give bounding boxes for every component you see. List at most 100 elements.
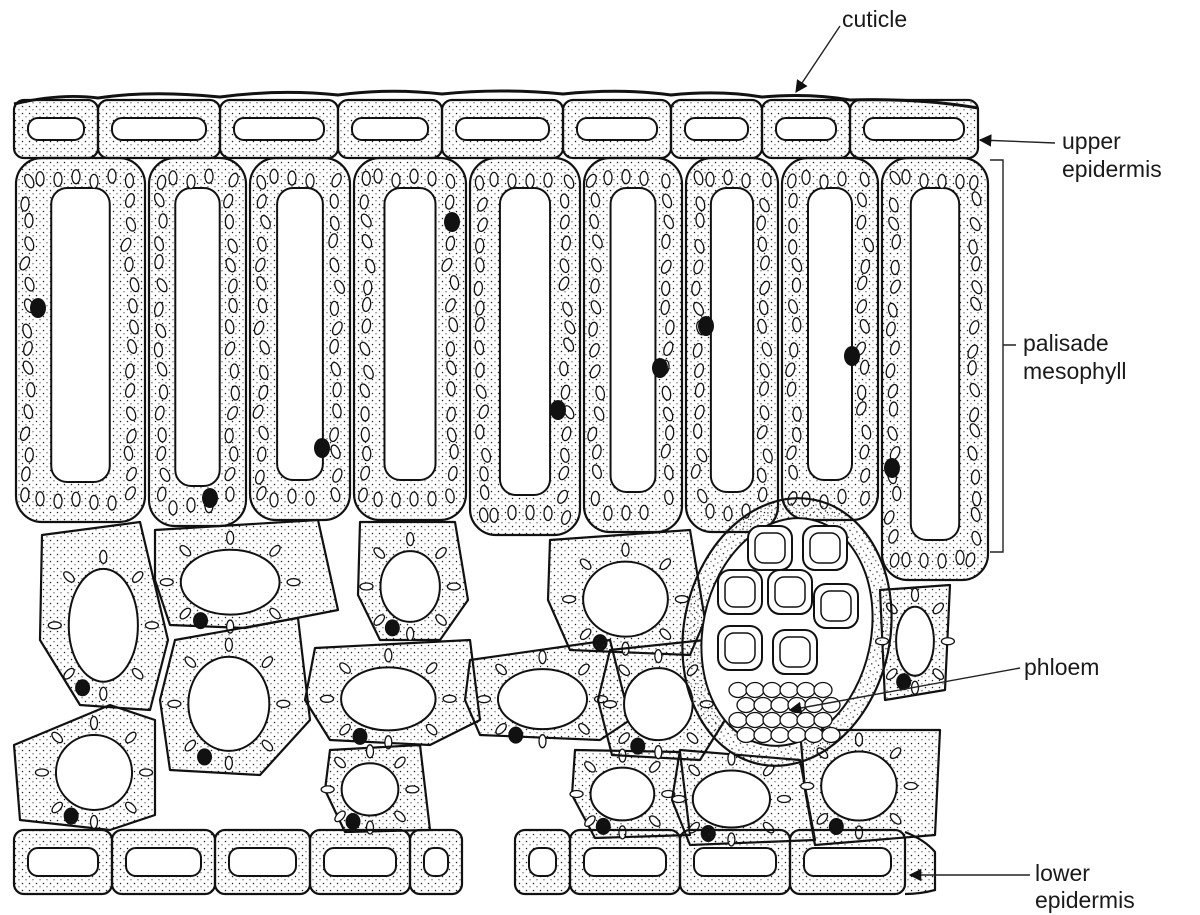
nucleus: [698, 316, 714, 336]
chloroplast: [168, 700, 181, 707]
nucleus: [844, 346, 860, 366]
chloroplast: [407, 627, 414, 640]
chloroplast: [801, 782, 814, 789]
chloroplast: [911, 588, 918, 601]
epidermis-vacuole: [229, 848, 296, 876]
chloroplast: [655, 650, 662, 663]
spongy-vacuole: [341, 667, 436, 730]
chloroplast: [205, 169, 213, 183]
phloem-cell: [763, 713, 781, 728]
nucleus: [75, 679, 90, 696]
palisade-vacuole: [51, 188, 110, 482]
chloroplast: [891, 260, 899, 274]
spongy-vacuole: [624, 668, 693, 740]
phloem-cell: [788, 728, 806, 743]
epidermis-vacuole: [424, 848, 448, 876]
nucleus: [550, 400, 566, 420]
chloroplast: [956, 550, 964, 564]
epidermis-vacuole: [456, 118, 549, 140]
epidermis-vacuole: [804, 848, 891, 876]
spongy-vacuole: [181, 550, 280, 615]
chloroplast: [920, 174, 928, 188]
epidermis-vacuole: [529, 848, 556, 876]
chloroplast: [893, 487, 901, 501]
xylem-lumen: [725, 633, 755, 663]
chloroplast: [225, 756, 232, 769]
spongy-vacuole: [693, 771, 770, 828]
chloroplast: [838, 489, 846, 503]
chloroplast: [526, 506, 534, 520]
chloroplast: [225, 638, 232, 651]
nucleus: [314, 438, 330, 458]
chloroplast: [125, 174, 133, 188]
palisade-vacuole: [500, 188, 550, 495]
nucleus: [444, 212, 460, 232]
phloem-cell: [797, 713, 815, 728]
epidermis-vacuole: [324, 848, 396, 876]
phloem-cell: [814, 713, 832, 728]
chloroplast: [490, 508, 498, 522]
chloroplast: [622, 506, 630, 520]
phloem-cell: [822, 698, 840, 713]
palisade-vacuole: [611, 188, 656, 492]
epidermis-vacuole: [234, 118, 324, 140]
chloroplast: [361, 427, 369, 441]
chloroplast: [724, 171, 732, 185]
palisade-vacuole: [384, 188, 435, 480]
spongy-vacuole: [188, 657, 269, 751]
chloroplast: [159, 385, 167, 399]
chloroplast: [640, 505, 648, 519]
palisade-vacuole: [808, 188, 852, 480]
xylem-lumen: [755, 533, 785, 563]
lower-epidermis-label-line2: epidermis: [1035, 887, 1135, 913]
chloroplast: [360, 583, 373, 590]
cuticle-label: cuticle: [842, 6, 907, 32]
spongy-vacuole: [821, 752, 897, 821]
chloroplast: [941, 638, 954, 645]
phloem-cell: [771, 728, 789, 743]
chloroplast: [855, 733, 862, 746]
chloroplast: [91, 816, 98, 829]
chloroplast: [48, 622, 61, 629]
chloroplast: [229, 447, 238, 461]
palisade-vacuole: [277, 188, 323, 480]
chloroplast: [36, 492, 44, 506]
nucleus: [652, 358, 668, 378]
phloem-label: phloem: [1024, 654, 1099, 680]
chloroplast: [321, 695, 334, 702]
chloroplast: [140, 769, 153, 776]
spongy-vacuole: [380, 551, 439, 622]
chloroplast: [956, 175, 964, 189]
spongy-vacuole: [69, 569, 138, 682]
chloroplast: [526, 174, 534, 188]
chloroplast: [904, 783, 917, 790]
phloem-cell: [737, 728, 755, 743]
chloroplast: [330, 301, 338, 315]
epidermis-vacuole: [584, 848, 666, 876]
chloroplast: [604, 171, 612, 185]
guard-cell-fragment: [905, 832, 935, 894]
chloroplast: [640, 171, 648, 185]
chloroplast: [902, 170, 910, 184]
chloroplast: [508, 505, 516, 519]
chloroplast: [100, 550, 107, 563]
chloroplast: [108, 496, 116, 510]
chloroplast: [90, 716, 97, 729]
phloem-cell: [771, 698, 789, 713]
chloroplast: [321, 786, 334, 793]
spongy-vacuole: [56, 735, 132, 810]
chloroplast: [920, 553, 928, 567]
chloroplast: [972, 492, 980, 506]
nucleus: [193, 612, 208, 629]
xylem-lumen: [821, 591, 851, 621]
spongy-vacuole: [498, 669, 587, 729]
chloroplast: [838, 172, 846, 186]
nucleus: [508, 727, 523, 744]
chloroplast: [675, 596, 688, 603]
chloroplast: [385, 649, 392, 662]
chloroplast: [277, 700, 290, 707]
chloroplast: [622, 543, 629, 556]
epidermis-vacuole: [694, 848, 776, 876]
spongy-vacuole: [896, 607, 934, 676]
chloroplast: [410, 169, 418, 183]
